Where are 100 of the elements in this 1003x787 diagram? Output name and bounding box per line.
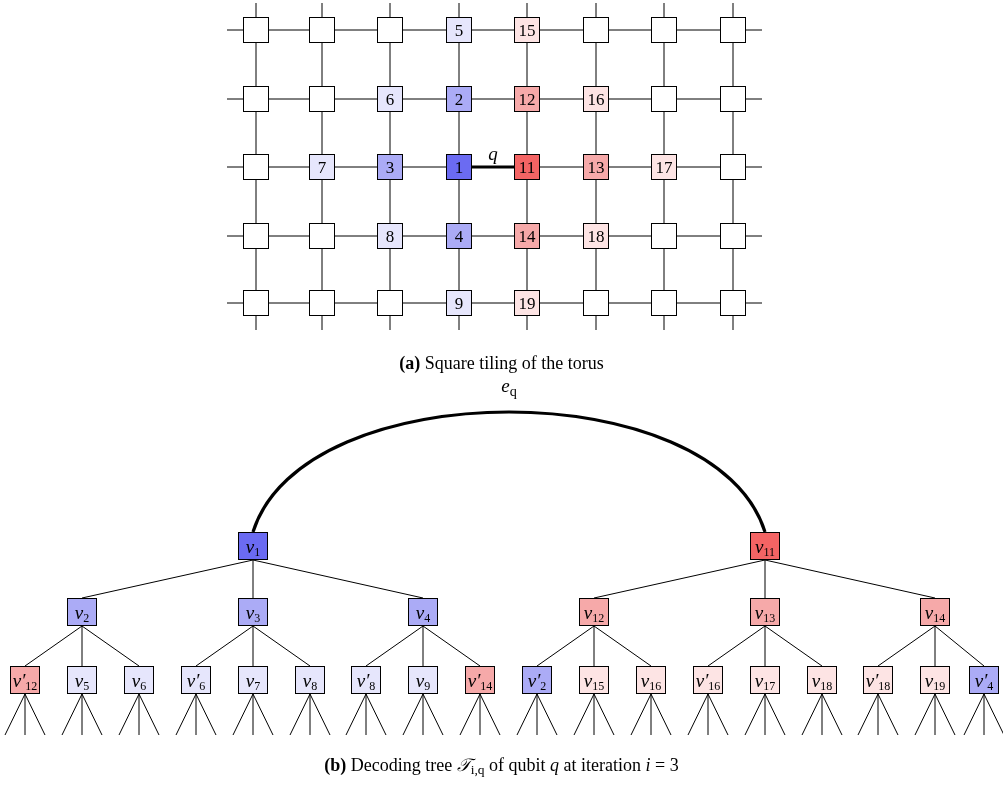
connector-line — [676, 29, 721, 31]
connector-line — [471, 29, 515, 31]
connector-line — [4, 693, 26, 736]
node-label: v$_{17}$ — [754, 670, 776, 690]
connector-line — [857, 693, 879, 736]
connector-line — [595, 179, 597, 224]
connector-line — [402, 235, 447, 237]
node-label: 14 — [518, 227, 536, 245]
connector-line — [309, 693, 311, 736]
connector-line — [252, 559, 424, 599]
connector-line — [934, 693, 956, 736]
connector-line — [707, 625, 766, 667]
connector-line — [458, 179, 460, 224]
connector-line — [24, 625, 83, 667]
node-label: v$_{18}$ — [811, 670, 833, 690]
tree-node — [181, 666, 211, 694]
connector-line — [526, 42, 528, 87]
node-label: v$_{9}$ — [415, 670, 431, 690]
node-label: 6 — [385, 90, 395, 108]
connector-line — [934, 625, 936, 667]
connector-line — [226, 235, 244, 237]
tree-node — [408, 666, 438, 694]
connector-line — [268, 302, 310, 304]
connector-line — [745, 98, 763, 100]
node-label: v$_{7}$ — [245, 670, 261, 690]
connector-line — [389, 248, 391, 291]
connector-line — [745, 302, 763, 304]
connector-line — [764, 625, 823, 667]
tree-node — [522, 666, 552, 694]
connector-line — [81, 693, 83, 736]
connector-line — [526, 111, 528, 155]
node-label: v$_{8}$ — [302, 670, 318, 690]
connector-line — [745, 166, 763, 168]
connector-line — [255, 2, 257, 18]
connector-line — [595, 2, 597, 18]
node-label: 12 — [518, 90, 536, 108]
connector-line — [539, 98, 584, 100]
connector-line — [321, 42, 323, 87]
connector-line — [663, 42, 665, 87]
connector-line — [479, 693, 501, 736]
connector-line — [422, 693, 424, 736]
connector-line — [268, 166, 310, 168]
connector-line — [593, 625, 595, 667]
node-label: v$_{12}$ — [583, 602, 605, 622]
connector-line — [593, 693, 615, 736]
square-node — [651, 290, 677, 316]
tree-node — [238, 598, 268, 626]
node-label: v′$_{16}$ — [695, 670, 721, 690]
node-label: v$_{15}$ — [583, 670, 605, 690]
node-label: v$_{14}$ — [924, 602, 946, 622]
connector-line — [118, 693, 140, 736]
connector-line — [732, 42, 734, 87]
connector-line — [471, 302, 515, 304]
node-label: 1 — [454, 158, 464, 176]
connector-line — [458, 315, 460, 331]
node-label: v$_{4}$ — [415, 602, 431, 622]
node-label: v′$_{12}$ — [12, 670, 38, 690]
connector-line — [764, 559, 936, 599]
connector-line — [821, 693, 823, 736]
node-label: 15 — [518, 21, 536, 39]
tree-node — [408, 598, 438, 626]
connector-line — [81, 625, 83, 667]
connector-line — [526, 2, 528, 18]
connector-line — [471, 98, 515, 100]
square-node — [243, 223, 269, 249]
node-label: v$_{1}$ — [245, 536, 261, 556]
connector-line — [232, 693, 254, 736]
node-label: 17 — [655, 158, 673, 176]
connector-line — [593, 559, 766, 599]
connector-line — [526, 315, 528, 331]
connector-line — [608, 235, 652, 237]
connector-line — [252, 559, 254, 599]
connector-line — [389, 179, 391, 224]
connector-line — [389, 42, 391, 87]
connector-line — [595, 315, 597, 331]
connector-line — [963, 693, 985, 736]
connector-line — [593, 625, 652, 667]
connector-line — [251, 410, 767, 533]
tree-node — [969, 666, 999, 694]
square-node — [446, 86, 472, 112]
connector-line — [321, 248, 323, 291]
tree-node — [67, 666, 97, 694]
connector-line — [402, 166, 447, 168]
connector-line — [536, 693, 538, 736]
connector-line — [255, 42, 257, 87]
connector-line — [676, 98, 721, 100]
node-label: v$_{3}$ — [245, 602, 261, 622]
connector-line — [593, 693, 595, 736]
connector-line — [877, 693, 879, 736]
square-node — [243, 154, 269, 180]
tree-node — [295, 666, 325, 694]
connector-line — [821, 693, 843, 736]
connector-line — [595, 111, 597, 155]
square-node — [377, 223, 403, 249]
connector-line — [732, 315, 734, 331]
connector-line — [934, 625, 985, 667]
node-label: 2 — [454, 90, 464, 108]
square-node — [720, 290, 746, 316]
node-label: 11 — [518, 158, 536, 176]
connector-line — [983, 693, 1003, 736]
